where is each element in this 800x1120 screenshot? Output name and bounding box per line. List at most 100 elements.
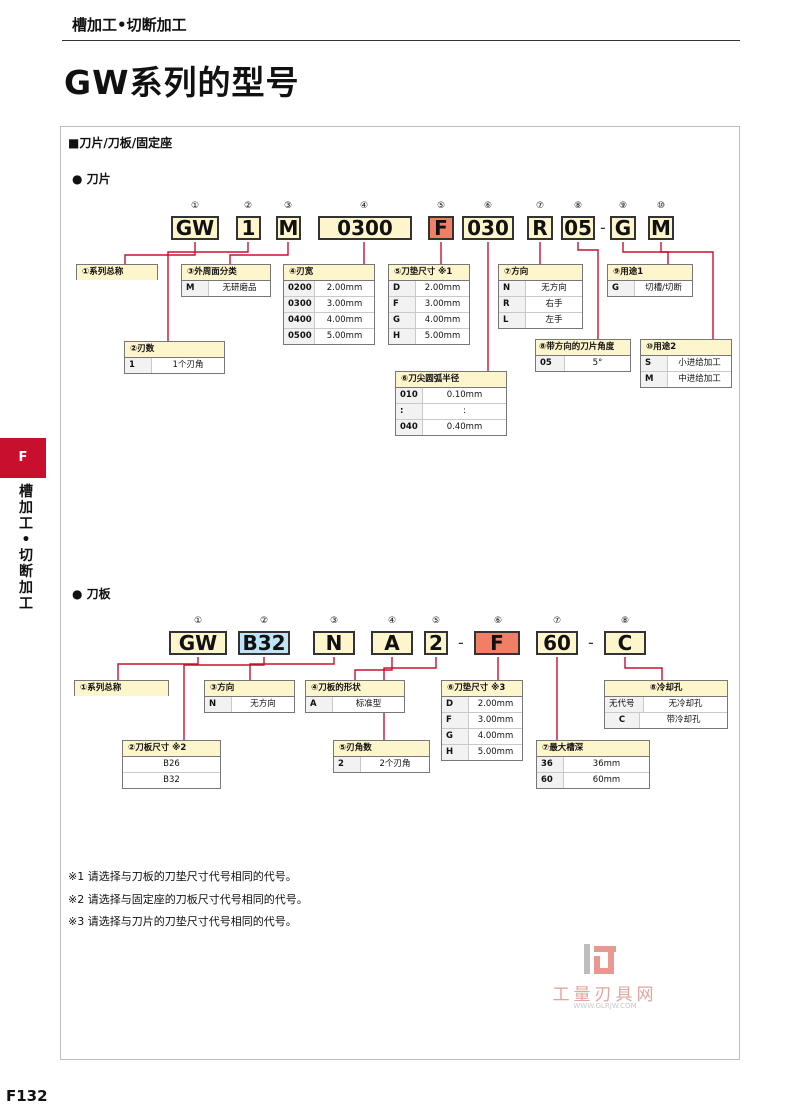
blade-edges-title: ②刃数: [125, 342, 224, 358]
page-number: F132: [6, 1087, 48, 1105]
table-row: 无代号无冷却孔: [605, 697, 727, 713]
table-row: B26: [123, 757, 220, 773]
holder-code-direction: N: [313, 631, 355, 655]
blade-code-num-10: ⑩: [656, 201, 666, 211]
table-row: ::: [396, 404, 506, 420]
blade-series-table: ①系列总称: [76, 264, 158, 280]
blade-code-dash: -: [600, 218, 606, 237]
blade-title: ● 刀片: [72, 172, 111, 186]
blade-width-title: ④刃宽: [284, 265, 374, 281]
holder-size-title: ②刀板尺寸 ※2: [123, 741, 220, 757]
holder-shape-title: ④刀板的形状: [306, 681, 404, 697]
holder-direction-title: ③方向: [205, 681, 294, 697]
holder-code-depth: 60: [536, 631, 578, 655]
blade-code-angle: 05: [561, 216, 595, 240]
side-tab[interactable]: F: [0, 438, 46, 478]
holder-code-edges: 2: [424, 631, 448, 655]
side-label: 槽加工•切断加工: [19, 484, 33, 612]
blade-code-outer: M: [276, 216, 301, 240]
blade-code-edges: 1: [236, 216, 261, 240]
blade-code-num-8: ⑧: [573, 201, 583, 211]
holder-size-table: ②刀板尺寸 ※2 B26 B32: [122, 740, 221, 789]
section-title: ■刀片/刀板/固定座: [68, 136, 173, 150]
blade-code-use1: G: [610, 216, 636, 240]
blade-use2-title: ⑩用途2: [641, 340, 731, 356]
header-title: 槽加工•切断加工: [72, 16, 187, 34]
holder-code-num-5: ⑤: [431, 616, 441, 626]
holder-code-num-4: ④: [387, 616, 397, 626]
holder-seat-title: ⑥刀垫尺寸 ※3: [442, 681, 522, 697]
table-row: B32: [163, 775, 180, 785]
blade-radius-title: ⑥刀尖圆弧半径: [396, 372, 506, 388]
blade-code-seat: F: [428, 216, 454, 240]
blade-code-radius: 030: [462, 216, 514, 240]
blade-code-num-3: ③: [283, 201, 293, 211]
blade-angle-title: ⑧带方向的刀片角度: [536, 340, 630, 356]
blade-code-num-1: ①: [190, 201, 200, 211]
note-3: ※3 请选择与刀片的刀垫尺寸代号相同的代号。: [68, 915, 297, 928]
blade-code-num-9: ⑨: [618, 201, 628, 211]
holder-coolant-title: ⑧冷却孔: [605, 681, 727, 697]
blade-use1-title: ⑨用途1: [608, 265, 692, 281]
holder-code-num-2: ②: [259, 616, 269, 626]
blade-code-num-6: ⑥: [483, 201, 493, 211]
blade-direction-title: ⑦方向: [499, 265, 582, 281]
holder-code-num-7: ⑦: [552, 616, 562, 626]
note-2: ※2 请选择与固定座的刀板尺寸代号相同的代号。: [68, 893, 308, 906]
blade-code-num-5: ⑤: [436, 201, 446, 211]
page-title: GW系列的型号: [64, 63, 300, 102]
header-rule: [62, 40, 740, 41]
logo-url[interactable]: WWW.GLRJW.COM: [573, 1002, 637, 1010]
holder-code-dash-1: -: [458, 633, 464, 652]
holder-series-title: ①系列总称: [75, 681, 168, 696]
blade-code-num-7: ⑦: [535, 201, 545, 211]
holder-code-num-6: ⑥: [493, 616, 503, 626]
blade-code-num-4: ④: [359, 201, 369, 211]
holder-code-size: B32: [238, 631, 290, 655]
logo-text: 工量刃具网: [552, 985, 658, 1005]
blade-outer-title: ③外周面分类: [182, 265, 270, 281]
holder-code-num-8: ⑧: [620, 616, 630, 626]
content-panel: [60, 126, 740, 1060]
blade-code-direction: R: [527, 216, 553, 240]
holder-edges-title: ⑤刃角数: [334, 741, 429, 757]
holder-code-series: GW: [169, 631, 227, 655]
note-1: ※1 请选择与刀板的刀垫尺寸代号相同的代号。: [68, 870, 297, 883]
holder-series-table: ①系列总称: [74, 680, 169, 696]
logo-mark-icon: [584, 944, 616, 974]
holder-code-coolant: C: [604, 631, 646, 655]
